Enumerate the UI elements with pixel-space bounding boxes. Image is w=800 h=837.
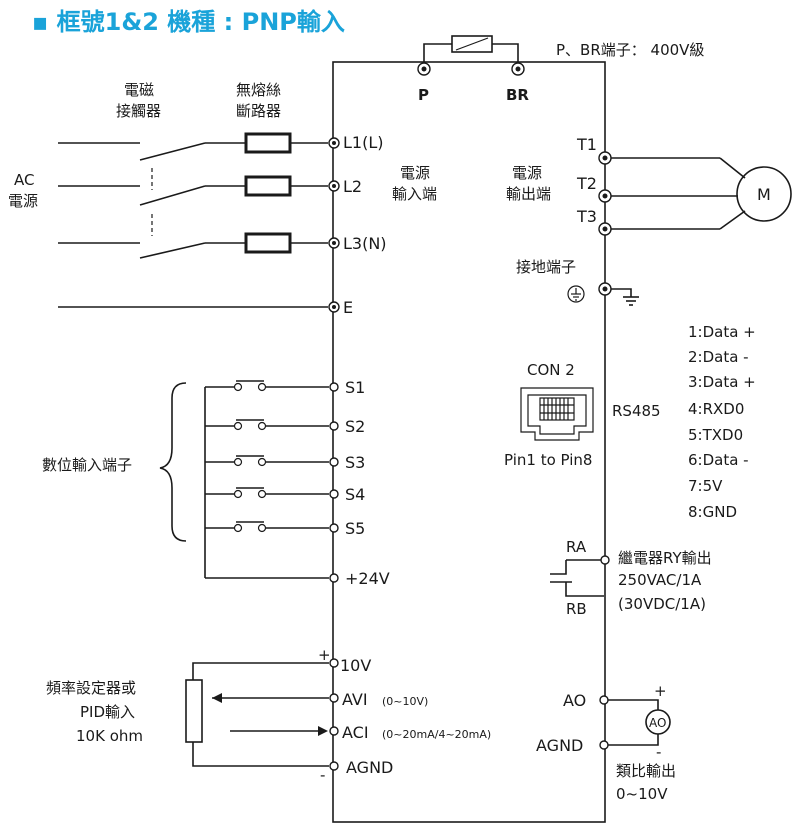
relay-rb: RB: [566, 600, 587, 618]
pinout-8: 8:GND: [688, 503, 737, 521]
freq-setter-label-3: 10K ohm: [76, 727, 143, 745]
label-br: BR: [506, 86, 529, 104]
ao-minus: -: [656, 743, 661, 761]
ac-source-label-2: 電源: [8, 192, 38, 210]
terminal-l2: L2: [343, 177, 362, 196]
terminal-l3: L3(N): [343, 234, 387, 253]
plus-10v: +: [318, 646, 331, 664]
ao-meter-label: AO: [649, 716, 666, 730]
ac-source-label-1: AC: [14, 171, 34, 189]
avi-range: (0~10V): [382, 695, 428, 708]
diagram-title: ▪ 框號1&2 機種 : PNP輸入: [32, 8, 345, 36]
terminal-t3: T3: [576, 207, 597, 226]
terminal-agnd: AGND: [346, 758, 393, 777]
pinout-6: 6:Data -: [688, 451, 749, 469]
ao-meter-wiring: [608, 699, 659, 746]
contactor-label-2: 接觸器: [116, 102, 161, 120]
input-line-l2: [58, 175, 328, 206]
terminal-avi: AVI: [342, 690, 368, 709]
relay-label-1: 繼電器RY輸出: [618, 549, 712, 567]
pinout-1: 1:Data +: [688, 323, 756, 341]
terminal-t2: T2: [576, 174, 597, 193]
ground-symbol-icon: [567, 285, 585, 303]
terminal-ao: AO: [563, 691, 586, 710]
freq-setter-label-2: PID輸入: [80, 703, 135, 721]
con2-label: CON 2: [527, 361, 575, 379]
pinout-2: 2:Data -: [688, 348, 749, 366]
brace: [159, 382, 187, 542]
pinout-3: 3:Data +: [688, 373, 756, 391]
rs485-label: RS485: [612, 402, 661, 420]
digital-input-label: 數位輸入端子: [42, 456, 132, 474]
terminal-ao-agnd: AGND: [536, 736, 583, 755]
switch-s2: [205, 419, 329, 431]
relay-ra: RA: [566, 538, 587, 556]
terminal-s5: S5: [345, 519, 365, 538]
terminal-10v: 10V: [340, 656, 371, 675]
potentiometer: [185, 662, 329, 767]
terminal-e: E: [343, 298, 353, 317]
relay-label-3: (30VDC/1A): [618, 595, 706, 613]
ao-plus: +: [654, 682, 667, 700]
breaker-label-1: 無熔絲: [236, 81, 281, 99]
output-wiring: [611, 157, 746, 230]
relay-label-2: 250VAC/1A: [618, 571, 702, 589]
relay-contact: [550, 559, 604, 597]
ao-meter: [645, 709, 671, 735]
terminal-s2: S2: [345, 417, 365, 436]
motor: [736, 166, 792, 222]
terminal-s1: S1: [345, 378, 365, 397]
terminal-s3: S3: [345, 453, 365, 472]
breaker-label-2: 斷路器: [236, 102, 281, 120]
brake-resistor: [423, 35, 519, 62]
pinout-7: 7:5V: [688, 477, 723, 495]
input-line-l3: [58, 232, 328, 259]
terminal-s4: S4: [345, 485, 365, 504]
power-out-label-2: 輸出端: [506, 185, 551, 203]
ground-label: 接地端子: [516, 258, 576, 276]
terminal-24v: +24V: [345, 569, 390, 588]
rj45-port-icon: [520, 387, 594, 441]
switch-s1: [205, 380, 329, 392]
brake-note: P、BR端子： 400V級: [556, 41, 704, 59]
power-out-label-1: 電源: [512, 164, 542, 182]
switch-s5: [205, 521, 329, 533]
analog-output-label-2: 0~10V: [616, 785, 668, 803]
power-in-label-2: 輸入端: [392, 185, 437, 203]
terminal-aci: ACI: [342, 723, 369, 742]
contactor-label-1: 電磁: [124, 81, 154, 99]
freq-setter-label-1: 頻率設定器或: [46, 679, 136, 697]
minus-agnd: -: [320, 766, 325, 784]
earth-ground-icon: [611, 288, 639, 306]
input-line-l1: [58, 132, 328, 161]
power-in-label-1: 電源: [400, 164, 430, 182]
switch-s3: [205, 455, 329, 467]
pins-label: Pin1 to Pin8: [504, 451, 592, 469]
terminal-t1: T1: [576, 135, 597, 154]
terminal-l1: L1(L): [343, 133, 384, 152]
analog-output-label-1: 類比輸出: [616, 762, 676, 780]
switch-s4: [205, 487, 329, 499]
pinout-4: 4:RXD0: [688, 400, 744, 418]
motor-label: M: [757, 185, 771, 204]
label-p: P: [418, 86, 429, 104]
drive-body: [332, 61, 606, 823]
aci-range: (0~20mA/4~20mA): [382, 728, 491, 741]
pinout-5: 5:TXD0: [688, 426, 743, 444]
